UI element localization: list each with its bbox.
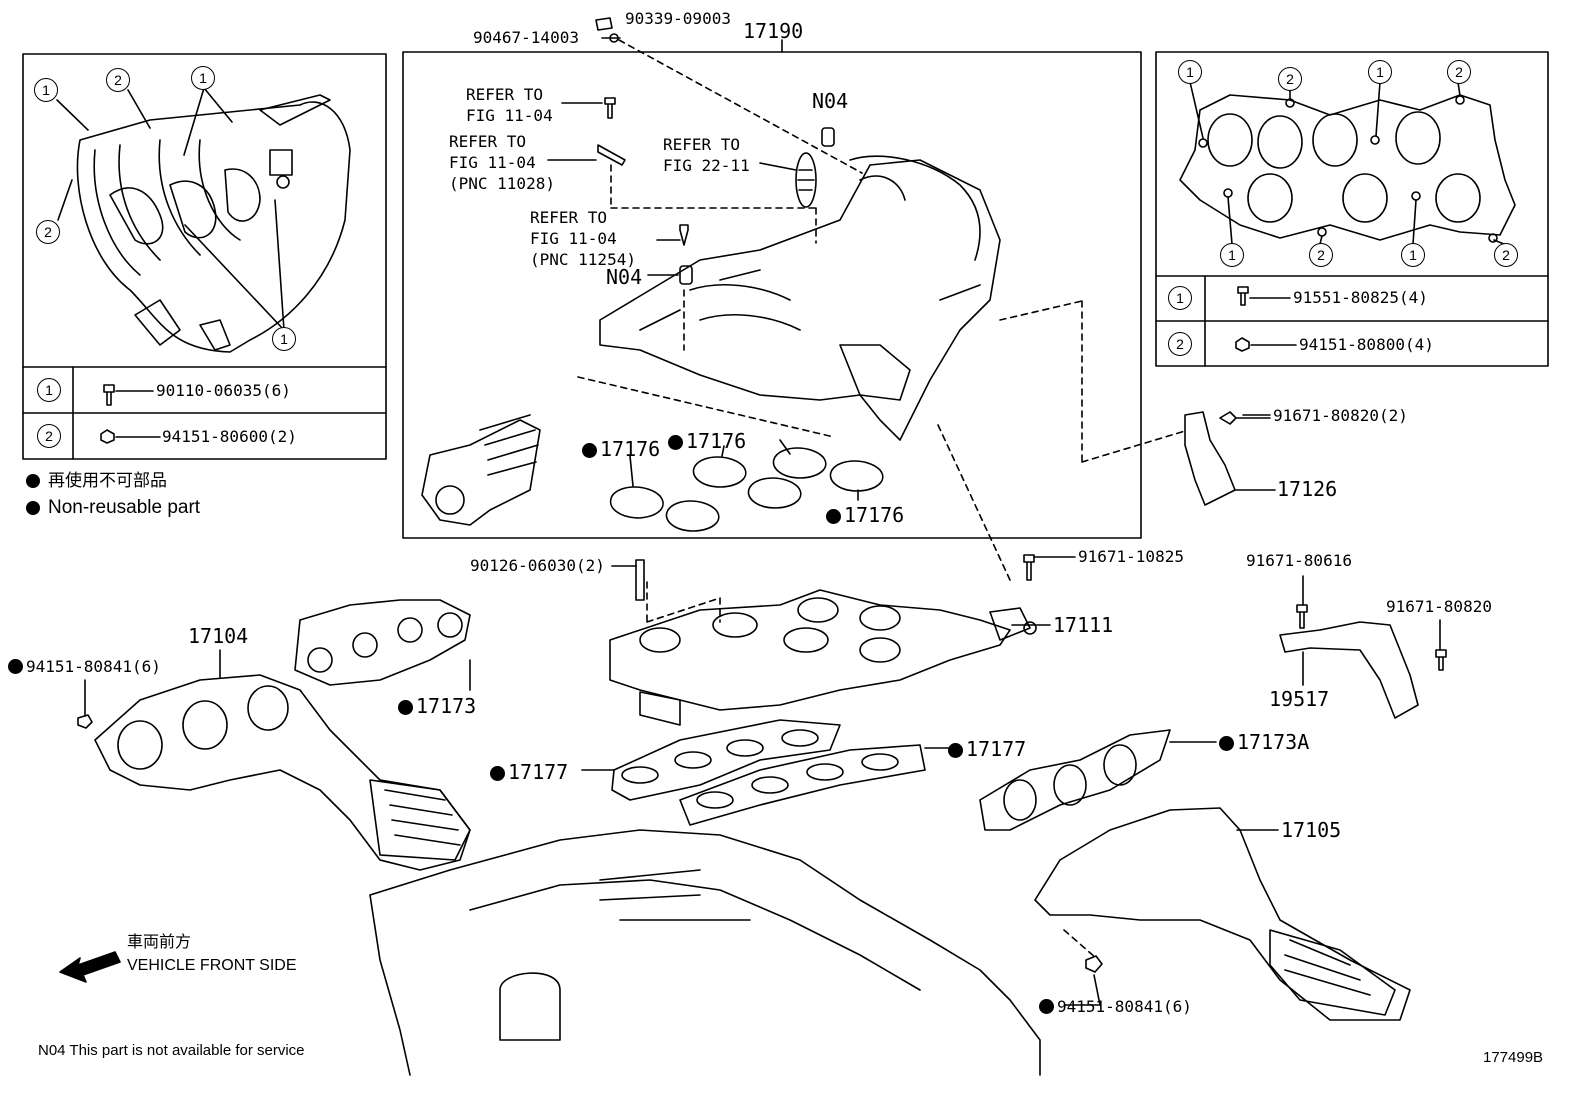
legend-en: Non-reusable part <box>26 497 200 519</box>
part-number: 17177 <box>508 760 569 784</box>
callout-2: 2 <box>1447 60 1471 84</box>
engine-block-sketch <box>369 829 1041 1076</box>
non-reusable-dot-icon <box>1039 999 1054 1014</box>
part-number: 17111 <box>1053 613 1114 637</box>
part-number: 90339-09003 <box>625 9 731 28</box>
non-reusable-dot-icon <box>490 766 505 781</box>
legend-en-text: Non-reusable part <box>48 497 201 518</box>
part-number-non-reusable: 17176 <box>582 438 660 460</box>
bolt-icon <box>103 384 115 406</box>
part-number-non-reusable: 17176 <box>668 430 746 452</box>
part-number: 94151-80841(6) <box>26 657 161 676</box>
bolt-icon <box>1237 286 1249 306</box>
screw-icon <box>595 17 613 31</box>
exhaust-manifold-sketch <box>77 599 1411 1021</box>
left-inset-manifold-sketch <box>56 87 351 353</box>
non-reusable-dot-icon <box>26 501 40 515</box>
part-number: N04 <box>606 265 643 289</box>
vehicle-front-jp: 車両前方 <box>127 934 192 951</box>
table-marker-2: 2 <box>37 424 61 448</box>
callout-2: 2 <box>106 68 130 92</box>
nut-icon <box>100 429 115 444</box>
vehicle-front-arrow-icon <box>59 951 121 983</box>
part-number: 17176 <box>844 503 905 527</box>
part-number: 17176 <box>686 429 747 453</box>
intake-manifold-sketch <box>609 554 1037 826</box>
part-number: 19517 <box>1269 687 1330 711</box>
part-number: 17105 <box>1281 818 1342 842</box>
table-marker-1: 1 <box>37 378 61 402</box>
callout-1: 1 <box>34 78 58 102</box>
callout-1: 1 <box>1368 60 1392 84</box>
figure-reference: REFER TO FIG 11-04 <box>466 85 553 125</box>
part-number: 17176 <box>600 437 661 461</box>
part-number: 90467-14003 <box>473 28 579 47</box>
part-number: 17177 <box>966 737 1027 761</box>
washer-icon <box>609 33 619 43</box>
part-number: 17173 <box>416 694 477 718</box>
left-inset-frame <box>22 53 387 460</box>
figure-reference: REFER TO FIG 22-11 <box>663 135 750 175</box>
non-reusable-dot-icon <box>582 443 597 458</box>
part-number: 90126-06030(2) <box>470 556 605 575</box>
part-number: 91551-80825(4) <box>1293 288 1428 307</box>
part-number-non-reusable: 17173A <box>1219 731 1309 753</box>
callout-1: 1 <box>1178 60 1202 84</box>
callout-1: 1 <box>272 327 296 351</box>
callout-2: 2 <box>1278 67 1302 91</box>
part-number: 90110-06035(6) <box>156 381 291 400</box>
figure-id: 177499B <box>1483 1049 1544 1066</box>
part-number-non-reusable: 17176 <box>826 504 904 526</box>
right-inset-gasket-sketch <box>1179 81 1516 245</box>
intake-plenum-frame <box>402 51 1142 539</box>
legend-jp-text: 再使用不可部品 <box>48 471 167 490</box>
part-number: 17173A <box>1237 730 1310 754</box>
part-number: 17190 <box>743 19 804 43</box>
part-number-non-reusable: 17177 <box>490 761 568 783</box>
part-number-non-reusable: 94151-80841(6) <box>8 658 161 676</box>
footnote: N04 This part is not available for servi… <box>38 1042 305 1059</box>
figure-reference: REFER TO FIG 11-04 (PNC 11028) <box>449 132 555 193</box>
part-number: 17126 <box>1277 477 1338 501</box>
legend-jp: 再使用不可部品 <box>26 472 167 490</box>
part-number-non-reusable: 17177 <box>948 738 1026 760</box>
callout-2: 2 <box>36 220 60 244</box>
vehicle-front-en: VEHICLE FRONT SIDE <box>127 957 297 974</box>
part-number: 94151-80800(4) <box>1299 335 1434 354</box>
intake-plenum-sketch <box>421 97 1001 532</box>
part-number: 91671-80820(2) <box>1273 406 1408 425</box>
callout-1: 1 <box>191 66 215 90</box>
non-reusable-dot-icon <box>668 435 683 450</box>
non-reusable-dot-icon <box>398 700 413 715</box>
part-number: N04 <box>812 89 849 113</box>
part-number: 91671-10825 <box>1078 547 1184 566</box>
non-reusable-dot-icon <box>8 659 23 674</box>
callout-2: 2 <box>1494 243 1518 267</box>
non-reusable-dot-icon <box>948 743 963 758</box>
part-number: 94151-80841(6) <box>1057 997 1192 1016</box>
table-marker-1: 1 <box>1168 286 1192 310</box>
dashed-leaders <box>577 39 1186 959</box>
part-number: 91671-80820 <box>1386 597 1492 616</box>
non-reusable-dot-icon <box>826 509 841 524</box>
part-number-non-reusable: 17173 <box>398 695 476 717</box>
non-reusable-dot-icon <box>1219 736 1234 751</box>
table-marker-2: 2 <box>1168 332 1192 356</box>
part-number: 94151-80600(2) <box>162 427 297 446</box>
callout-1: 1 <box>1401 243 1425 267</box>
non-reusable-dot-icon <box>26 474 40 488</box>
right-inset-frame <box>1155 51 1549 367</box>
nut-icon <box>1235 337 1250 352</box>
callout-2: 2 <box>1309 243 1333 267</box>
part-number-non-reusable: 94151-80841(6) <box>1039 998 1192 1016</box>
part-number: 17104 <box>188 624 249 648</box>
callout-1: 1 <box>1220 243 1244 267</box>
part-number: 91671-80616 <box>1246 551 1352 570</box>
figure-reference: REFER TO FIG 11-04 (PNC 11254) <box>530 208 636 269</box>
